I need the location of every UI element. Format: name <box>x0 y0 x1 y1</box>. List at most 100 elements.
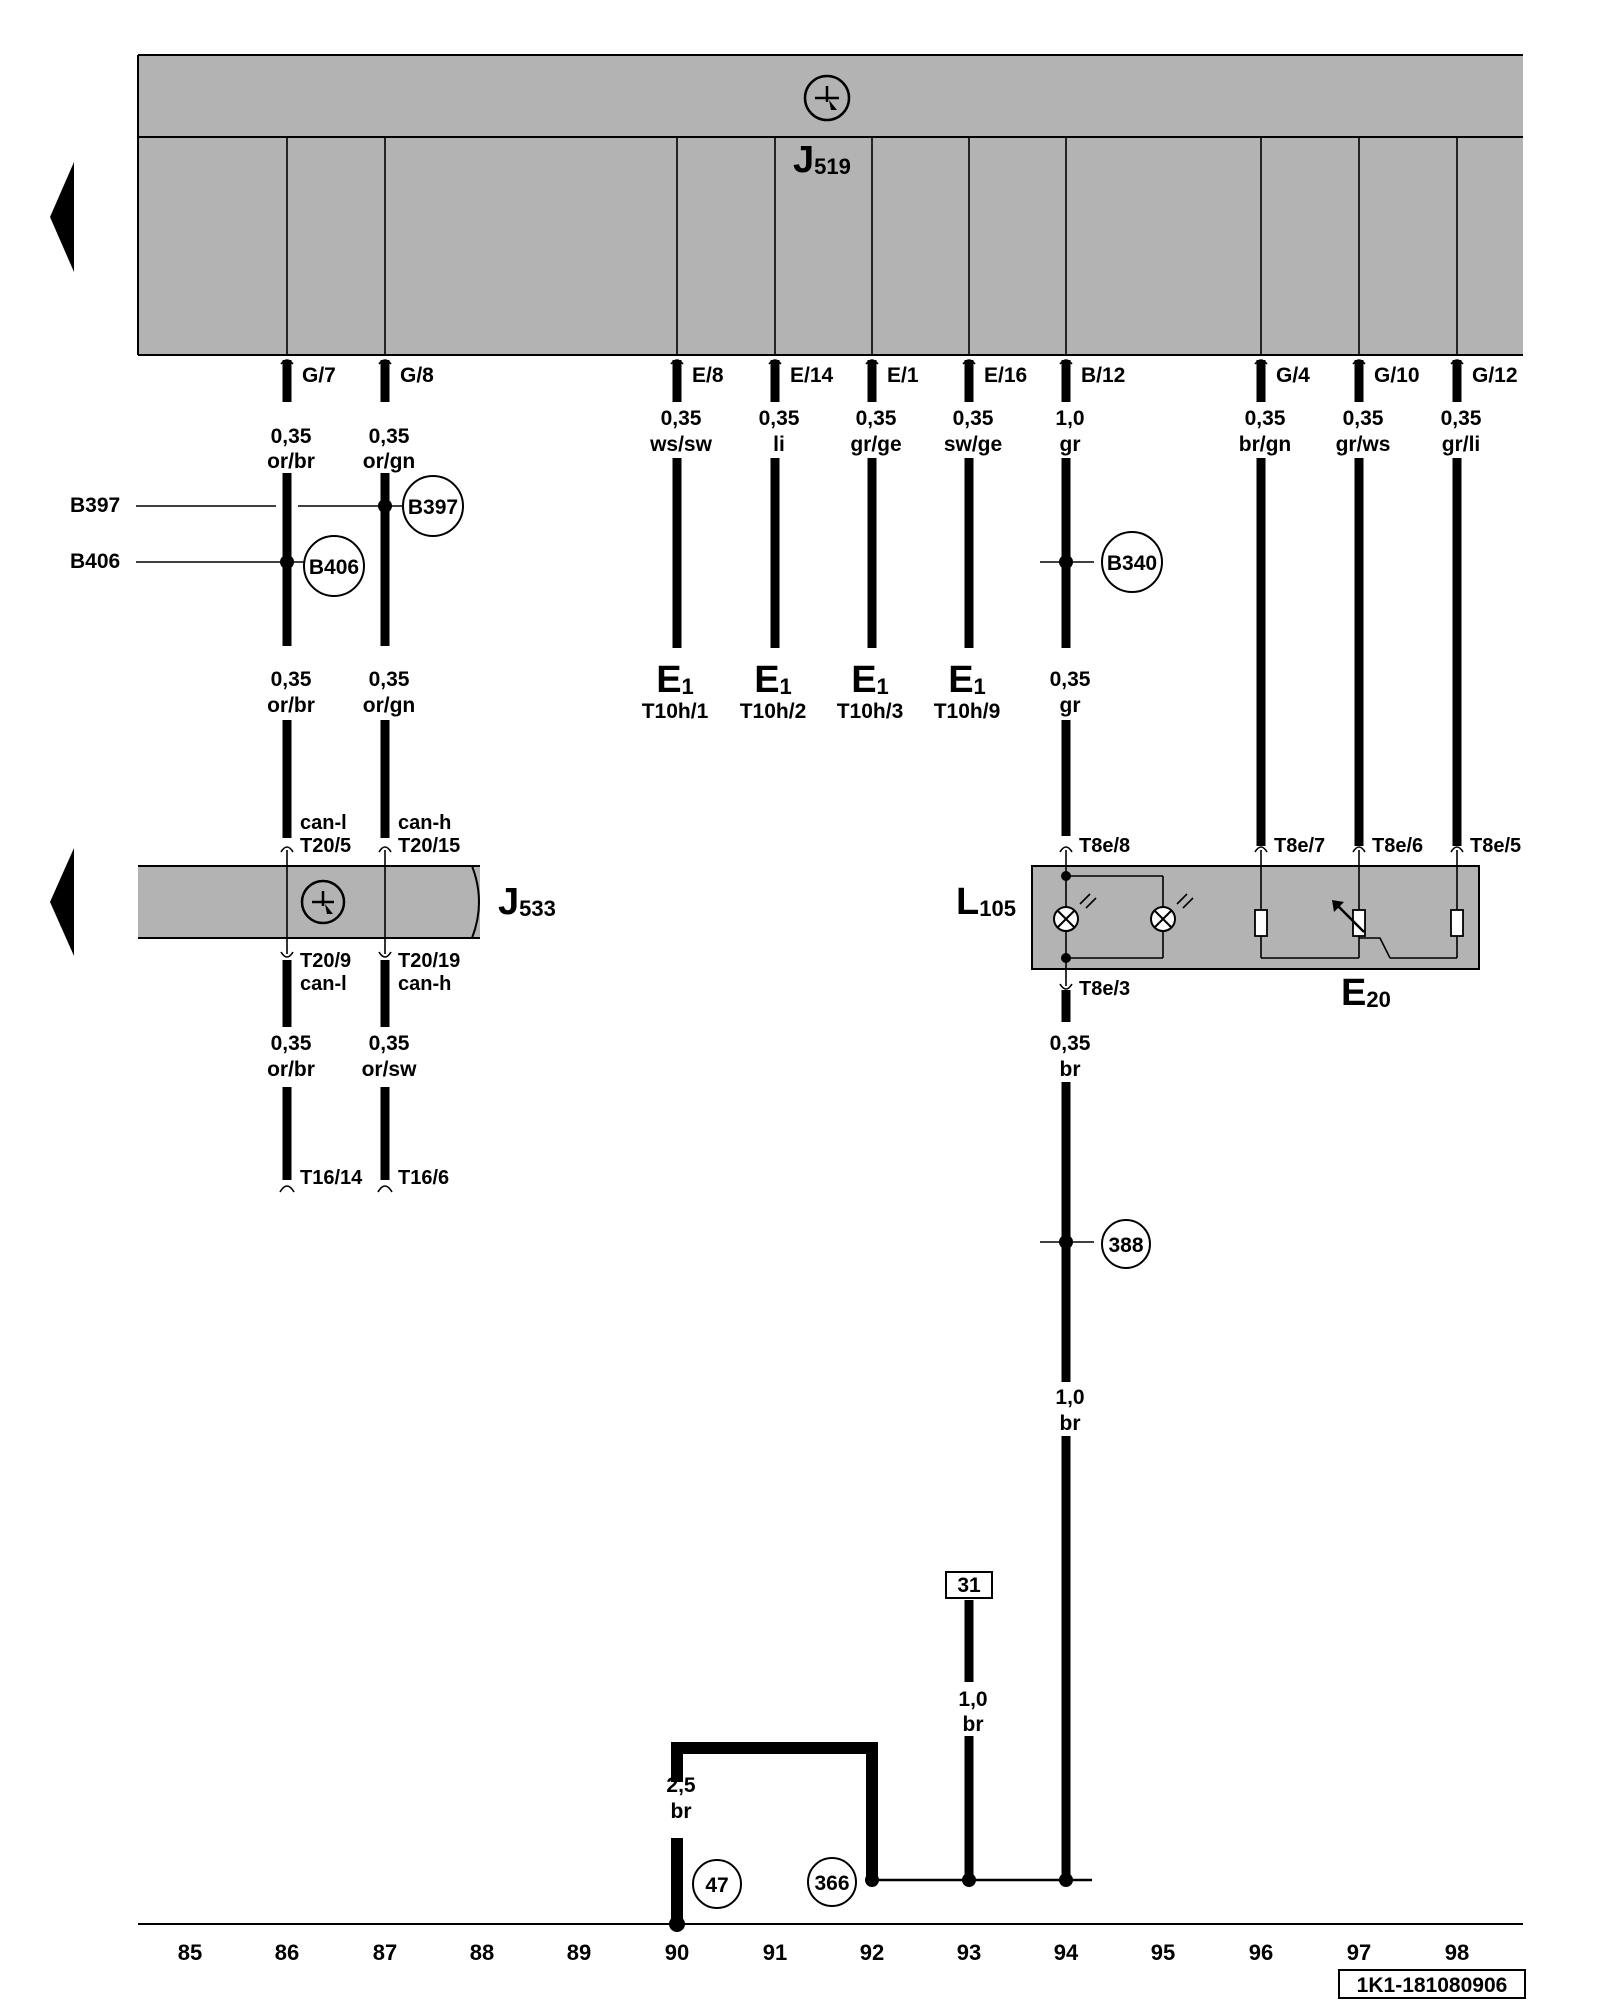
ref-366: 366 <box>814 1872 849 1895</box>
ref-b406-circle: B406 <box>309 556 359 579</box>
wire-size: 0,35 <box>369 1032 410 1055</box>
wire-color: br <box>1060 1058 1081 1081</box>
wire-size: 0,35 <box>661 407 702 430</box>
continuation-arrow-icon <box>50 162 74 272</box>
continuation-arrow-icon <box>50 848 74 956</box>
column-number: 89 <box>567 1940 591 1965</box>
junction-b397-b406: B397 B397 B406 B406 <box>70 475 464 597</box>
pin-hooks <box>280 359 1464 365</box>
e1-label: E1 <box>656 659 694 701</box>
e1-label: E1 <box>851 659 889 701</box>
wire-color: or/gn <box>363 450 416 473</box>
pin-label: E/14 <box>790 364 834 387</box>
ref-47: 47 <box>705 1874 728 1897</box>
wire-size: 0,35 <box>856 407 897 430</box>
column-number: 96 <box>1249 1940 1273 1965</box>
pin-label: E/16 <box>984 364 1027 387</box>
column-number: 86 <box>275 1940 299 1965</box>
wire-color: gr <box>1060 694 1081 717</box>
l105-pin: T8e/8 <box>1079 835 1130 857</box>
can-signal: can-l <box>300 973 347 995</box>
resistor-icon <box>1450 909 1464 937</box>
wire-2-5-br <box>671 1742 878 1922</box>
column-ruler: 85 86 87 88 89 90 91 92 93 94 95 96 97 9… <box>178 1940 1469 1965</box>
wire-size: 0,35 <box>369 668 410 691</box>
j533-hooks <box>280 846 392 958</box>
mid-wire-specs: 0,35 or/br 0,35 or/gn 0,35 gr <box>267 668 1091 717</box>
pin-label: G/4 <box>1276 364 1310 387</box>
t16-pin: T16/14 <box>300 1167 363 1189</box>
wire-color: br/gn <box>1239 433 1292 456</box>
wire-size: 0,35 <box>1050 668 1091 691</box>
lamp-icon <box>1150 893 1194 932</box>
j533-pin: T20/9 <box>300 950 351 972</box>
j519-label: J519 <box>793 139 851 181</box>
ref-circle-b340 <box>1101 531 1163 593</box>
resistor-icon <box>1254 909 1268 937</box>
wire-color: li <box>773 433 785 456</box>
pin-label: E/8 <box>692 364 724 387</box>
ground-bus: 47 366 <box>669 1857 1092 1932</box>
j533-label: J533 <box>498 881 556 923</box>
column-number: 91 <box>763 1940 787 1965</box>
wire-color: br <box>963 1713 984 1736</box>
j519-control-unit: J519 <box>137 54 1523 356</box>
pin-label: G/8 <box>400 364 434 387</box>
wire-size: 1,0 <box>1055 1386 1084 1409</box>
t16-pin: T16/6 <box>398 1167 449 1189</box>
can-signal: can-h <box>398 973 451 995</box>
wire-size: 1,0 <box>1055 407 1084 430</box>
column-number: 97 <box>1347 1940 1371 1965</box>
ref-b397-left: B397 <box>70 494 120 517</box>
column-number: 88 <box>470 1940 494 1965</box>
ref-388: 388 <box>1108 1234 1143 1257</box>
ref-circle-366 <box>807 1857 857 1907</box>
e1-targets: E1 T10h/1 E1 T10h/2 E1 T10h/3 E1 T10h/9 <box>642 659 1001 723</box>
col94-wire-specs: 0,35 br 1,0 br <box>1050 1032 1091 1435</box>
e1-label: E1 <box>948 659 986 701</box>
pin-label: B/12 <box>1081 364 1125 387</box>
wire-color: gr/ws <box>1336 433 1391 456</box>
low-wire-specs: 0,35 or/br 0,35 or/sw <box>267 1032 417 1081</box>
e1-pin: T10h/2 <box>740 700 807 723</box>
pin-label: G/10 <box>1374 364 1420 387</box>
pin-label: G/12 <box>1472 364 1518 387</box>
wire-color: or/br <box>267 694 315 717</box>
wire-size: 0,35 <box>1343 407 1384 430</box>
column-number: 92 <box>860 1940 884 1965</box>
wire-size: 0,35 <box>759 407 800 430</box>
wire-color: ws/sw <box>649 433 713 456</box>
l105-label: L105 <box>956 881 1016 923</box>
j519-internal-lines <box>286 137 1458 355</box>
wire-color: or/br <box>267 450 315 473</box>
wire-color: gr <box>1060 433 1081 456</box>
t16-connectors: T16/14 T16/6 <box>279 1167 449 1193</box>
e1-label: E1 <box>754 659 792 701</box>
junction-388: 388 <box>1040 1219 1151 1269</box>
ref-b406-left: B406 <box>70 550 120 573</box>
wire-size: 0,35 <box>953 407 994 430</box>
e1-pin: T10h/9 <box>934 700 1001 723</box>
junction-b340: B340 <box>1040 531 1163 593</box>
e20-label: E20 <box>1341 972 1391 1014</box>
document-id: 1K1-181080906 <box>1357 1974 1508 1997</box>
ref-circle-388 <box>1101 1219 1151 1269</box>
wire-color: br <box>1060 1412 1081 1435</box>
l105-pin: T8e/6 <box>1372 835 1423 857</box>
ref-circle-47 <box>692 1859 742 1909</box>
j533-pin: T20/5 <box>300 835 351 857</box>
column-number: 95 <box>1151 1940 1175 1965</box>
pin-label: E/1 <box>887 364 919 387</box>
terminal-31-label: 31 <box>957 1574 981 1597</box>
wire-size: 0,35 <box>1050 1032 1091 1055</box>
wire-color: or/gn <box>363 694 416 717</box>
wire-size: 1,0 <box>958 1688 987 1711</box>
terminal-31: 31 1,0 br <box>945 1571 993 1736</box>
wire-size: 0,35 <box>369 425 410 448</box>
wire-size: 0,35 <box>271 425 312 448</box>
wires <box>282 360 1462 1880</box>
j533-pin: T20/19 <box>398 950 460 972</box>
can-signal: can-l <box>300 812 347 834</box>
e1-pin: T10h/3 <box>837 700 904 723</box>
wire-size: 0,35 <box>1441 407 1482 430</box>
